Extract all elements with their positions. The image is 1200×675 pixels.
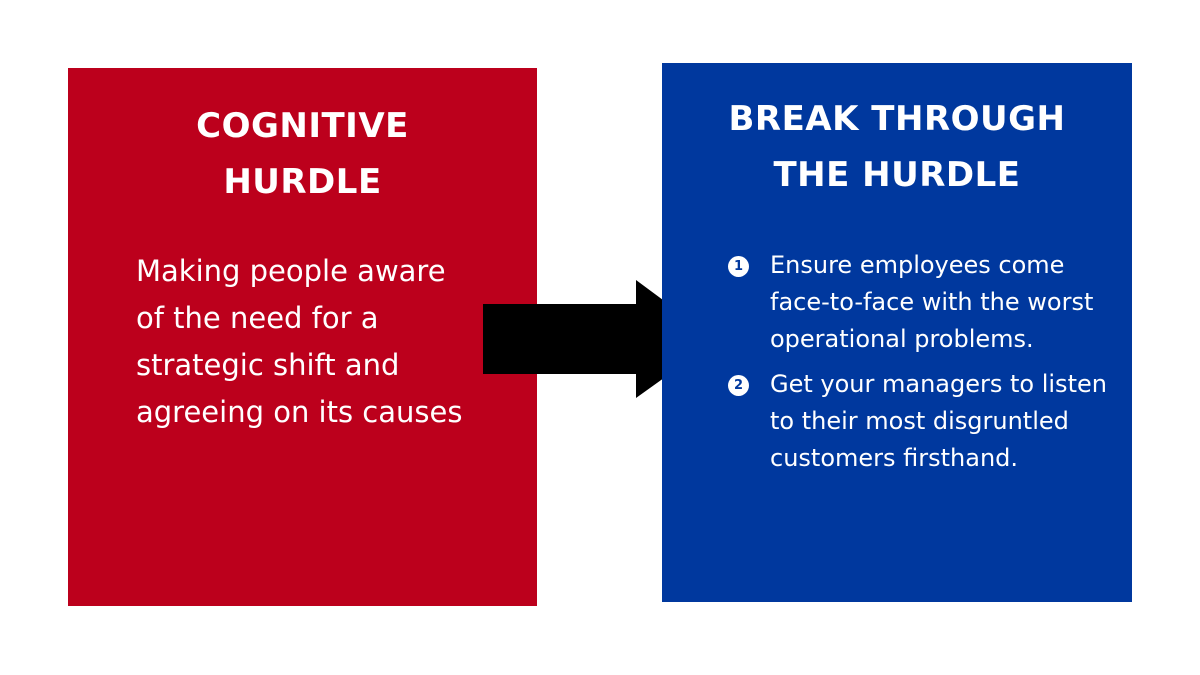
cognitive-hurdle-box: COGNITIVE HURDLE Making people aware of … <box>68 68 537 606</box>
cognitive-hurdle-title: COGNITIVE HURDLE <box>68 98 537 210</box>
action-list: 1 Ensure employees come face-to-face wit… <box>728 247 1118 485</box>
title-line-1: BREAK THROUGH <box>728 99 1066 139</box>
number-badge-icon: 2 <box>728 375 749 396</box>
break-through-title: BREAK THROUGH THE HURDLE <box>662 91 1132 203</box>
title-line-1: COGNITIVE <box>196 106 409 146</box>
break-through-box: BREAK THROUGH THE HURDLE 1 Ensure employ… <box>662 63 1132 602</box>
list-item-text: Ensure employees come face-to-face with … <box>770 251 1094 353</box>
title-line-2: THE HURDLE <box>773 155 1021 195</box>
right-arrow-icon <box>483 280 717 398</box>
list-item: 1 Ensure employees come face-to-face wit… <box>728 247 1118 358</box>
list-item: 2 Get your managers to listen to their m… <box>728 366 1118 477</box>
cognitive-hurdle-description: Making people aware of the need for a st… <box>136 254 463 429</box>
number-badge-icon: 1 <box>728 256 749 277</box>
title-line-2: HURDLE <box>223 162 382 202</box>
list-item-text: Get your managers to listen to their mos… <box>770 370 1107 472</box>
